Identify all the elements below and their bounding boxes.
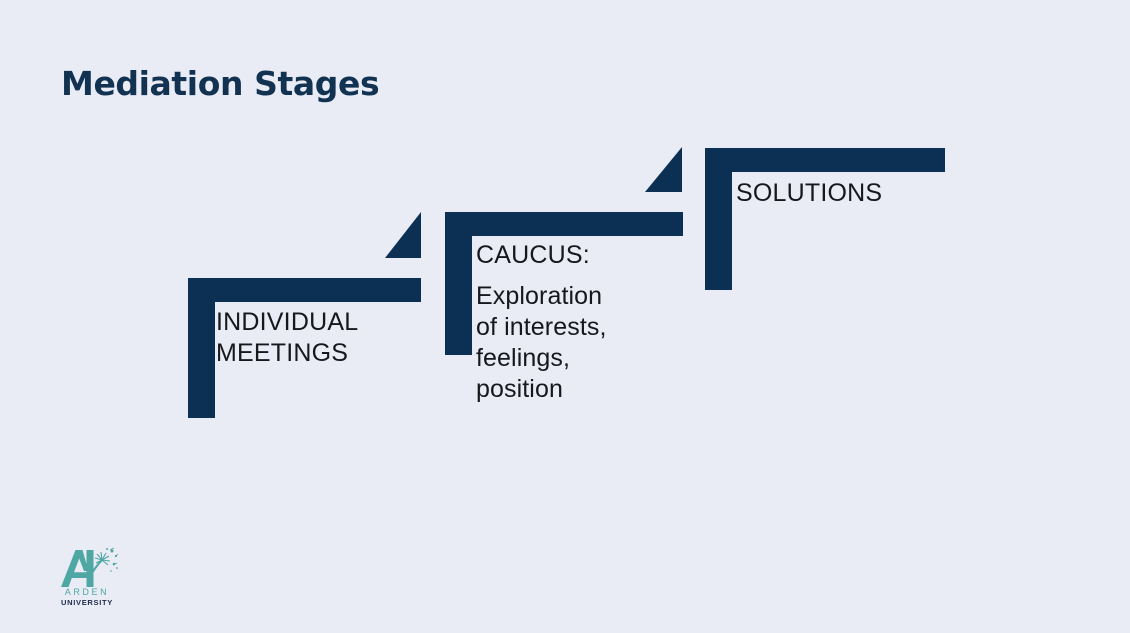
logo-wordmark-arden: ARDEN: [64, 587, 110, 597]
stage-body-caucus: Exploration of interests, feelings, posi…: [476, 282, 607, 403]
logo-wordmark-university: UNIVERSITY: [60, 598, 113, 607]
step-bracket-horizontal: [188, 278, 421, 302]
arrow-triangle-icon: [385, 212, 421, 258]
step-bracket-vertical: [188, 278, 215, 418]
stage-label-individual-meetings: INDIVIDUAL MEETINGS: [216, 308, 359, 367]
step-bracket-vertical: [445, 212, 472, 355]
step-bracket-vertical: [705, 148, 732, 290]
step-bracket-horizontal: [445, 212, 683, 236]
arrow-triangle-icon: [645, 147, 682, 192]
arden-university-logo: ARDEN UNIVERSITY: [55, 547, 119, 609]
page-title: Mediation Stages: [61, 64, 380, 103]
step-bracket-horizontal: [705, 148, 945, 172]
stage-label-caucus: CAUCUS:: [476, 241, 590, 269]
stage-label-solutions: SOLUTIONS: [736, 179, 883, 207]
arden-a-dandelion-icon: [61, 547, 119, 587]
